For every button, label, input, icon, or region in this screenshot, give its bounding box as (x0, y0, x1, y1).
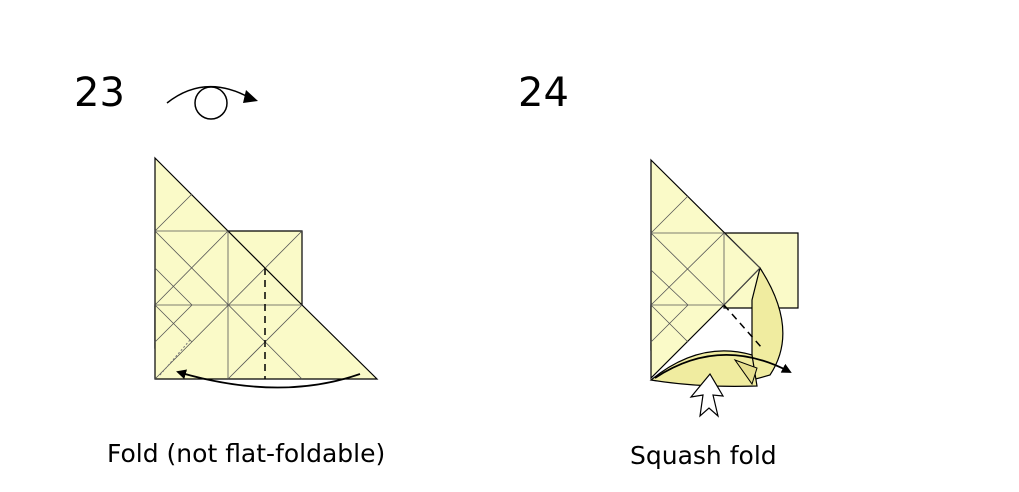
crease-lines (154, 193, 303, 380)
push-arrow-icon (689, 372, 725, 418)
step-24-paper-model (649, 158, 799, 387)
main-flap (650, 158, 761, 380)
valley-fold-line (723, 304, 763, 349)
inner-fold (733, 358, 758, 386)
step-23-number: 23 (74, 70, 125, 116)
turn-over-icon (166, 86, 258, 120)
curved-layer (751, 266, 784, 381)
crease-lines (650, 195, 761, 343)
step-23-paper-model (154, 156, 379, 380)
step-24-number: 24 (518, 70, 569, 116)
step-23-caption: Fold (not flat-foldable) (107, 439, 386, 468)
step-24-caption: Squash fold (630, 441, 777, 470)
fold-arrow-icon (654, 353, 792, 379)
fold-arrow-icon (176, 369, 361, 389)
